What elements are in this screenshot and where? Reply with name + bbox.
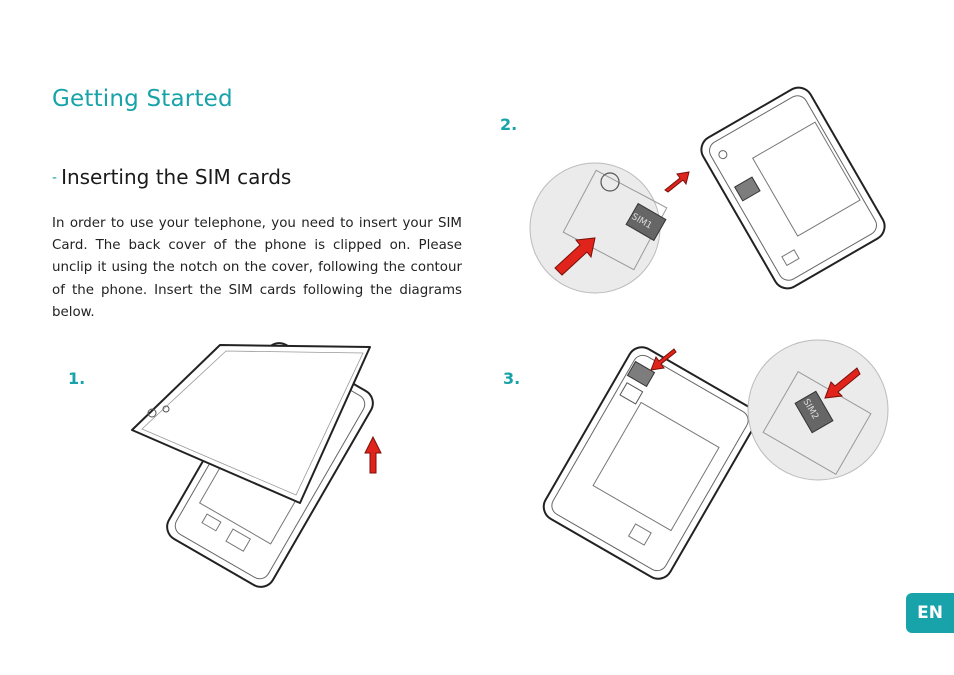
section-title-text: Inserting the SIM cards <box>61 165 292 189</box>
instructions-paragraph: In order to use your telephone, you need… <box>52 216 462 320</box>
sim2-card-small <box>626 360 656 388</box>
step-3-diagram: SIM2 <box>542 339 889 580</box>
arrow-insert-icon-2 <box>824 367 861 399</box>
section-dash: - <box>52 170 58 186</box>
back-cover-illustration <box>131 344 371 504</box>
section-title: -Inserting the SIM cards <box>52 165 291 189</box>
step-2-diagram: SIM1 <box>529 86 886 294</box>
sim1-card-illustration <box>625 202 667 242</box>
step-3-number: 3. <box>503 369 521 388</box>
step-2-number: 2. <box>500 115 518 134</box>
phone-open-illustration-2 <box>542 346 758 580</box>
arrow-small-icon-2 <box>650 348 677 371</box>
step-1-number: 1. <box>68 369 86 388</box>
zoom-detail-circle-2: SIM2 <box>747 339 889 481</box>
arrow-insert-icon <box>554 237 596 276</box>
sim2-card-illustration <box>794 390 834 434</box>
language-tab: EN <box>906 593 954 633</box>
step-1-diagram <box>131 342 382 588</box>
arrow-small-icon <box>664 171 690 193</box>
phone-open-illustration <box>700 86 886 290</box>
arrow-up-icon <box>364 435 382 474</box>
zoom-detail-circle: SIM1 <box>529 162 668 294</box>
page-title: Getting Started <box>52 86 233 112</box>
